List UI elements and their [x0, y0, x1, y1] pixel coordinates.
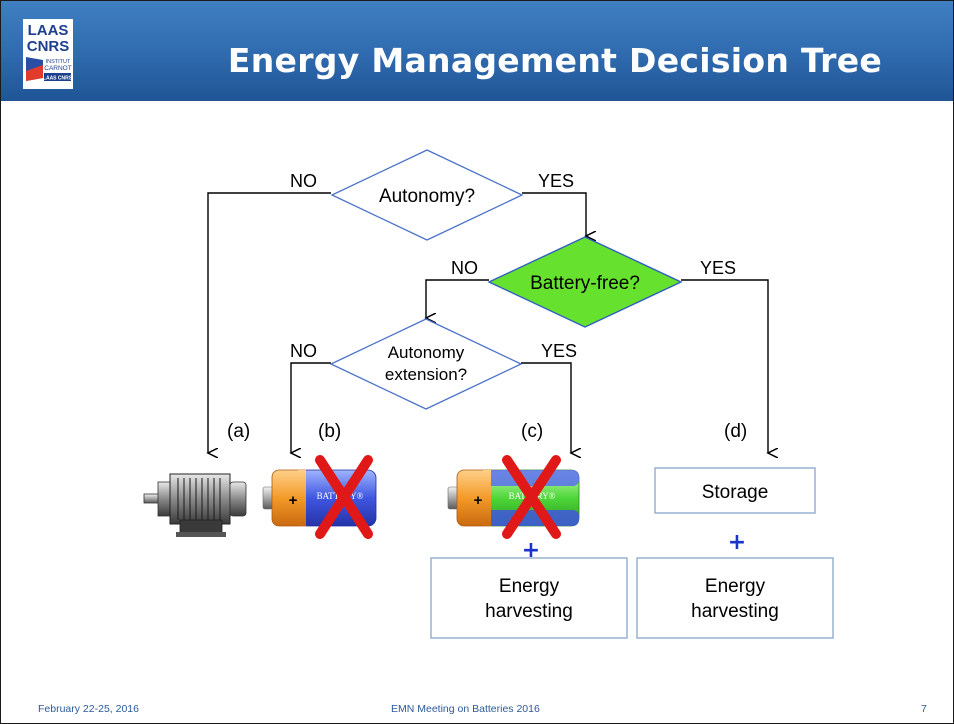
branch-label-yes-3: YES	[541, 341, 577, 361]
box-energy-harvesting-2: Energy harvesting	[636, 557, 834, 639]
svg-text:LAAS: LAAS	[28, 22, 69, 39]
box-eh1-label-1: Energy	[499, 576, 560, 597]
cross-mark-icon	[315, 455, 373, 539]
node-autonomy-extension: Autonomy extension?	[329, 318, 523, 410]
branch-label-yes-1: YES	[538, 171, 574, 191]
arrow-no-extension	[291, 362, 331, 453]
node-battery-free-label: Battery-free?	[530, 273, 640, 294]
battery-plus-label: +	[289, 492, 298, 509]
outcome-label-d: (d)	[724, 421, 747, 442]
plus-sign-2: +	[728, 530, 746, 555]
node-autonomy-label: Autonomy?	[379, 186, 475, 207]
connector-lines	[208, 192, 768, 453]
outcome-label-a: (a)	[227, 421, 250, 442]
svg-text:LAAS CNRS: LAAS CNRS	[43, 76, 73, 82]
arrow-no-autonomy	[208, 192, 331, 453]
arrow-yes-battery-free	[681, 279, 768, 453]
svg-text:CNRS: CNRS	[27, 38, 70, 55]
box-storage: Storage	[654, 467, 816, 514]
box-energy-harvesting-1: Energy harvesting	[430, 557, 628, 639]
box-eh2-label-2: harvesting	[691, 601, 779, 622]
box-storage-label: Storage	[702, 482, 769, 503]
branch-label-no-3: NO	[290, 341, 317, 361]
branch-label-no-1: NO	[290, 171, 317, 191]
branch-label-no-2: NO	[451, 258, 478, 278]
svg-text:CARNOT: CARNOT	[44, 65, 71, 72]
arrow-no-battery-free	[426, 279, 489, 318]
box-eh1-label-2: harvesting	[485, 601, 573, 622]
footer-date: February 22-25, 2016	[38, 703, 139, 715]
outcome-label-b: (b)	[318, 421, 341, 442]
outcome-label-c: (c)	[521, 421, 543, 442]
footer-event: EMN Meeting on Batteries 2016	[391, 703, 540, 715]
box-eh2-label-1: Energy	[705, 576, 766, 597]
node-extension-label-1: Autonomy	[388, 343, 465, 362]
node-autonomy: Autonomy?	[330, 149, 524, 241]
arrow-yes-autonomy	[522, 192, 586, 236]
node-extension-label-2: extension?	[385, 365, 467, 384]
node-battery-free: Battery-free?	[487, 236, 683, 328]
footer-page-number: 7	[921, 703, 927, 715]
svg-text:INSTITUT: INSTITUT	[46, 59, 71, 65]
cross-mark-icon-2	[502, 455, 561, 539]
plus-sign-1: +	[522, 538, 540, 563]
arrow-yes-extension	[521, 362, 571, 453]
slide-header: LAAS CNRS INSTITUT CARNOT LAAS CNRS Ener…	[1, 1, 953, 101]
branch-label-yes-2: YES	[700, 258, 736, 278]
motor-icon	[143, 473, 247, 537]
laas-cnrs-logo: LAAS CNRS INSTITUT CARNOT LAAS CNRS	[23, 19, 73, 89]
battery-plus-label-2: +	[474, 492, 483, 509]
slide-title: Energy Management Decision Tree	[227, 41, 883, 80]
